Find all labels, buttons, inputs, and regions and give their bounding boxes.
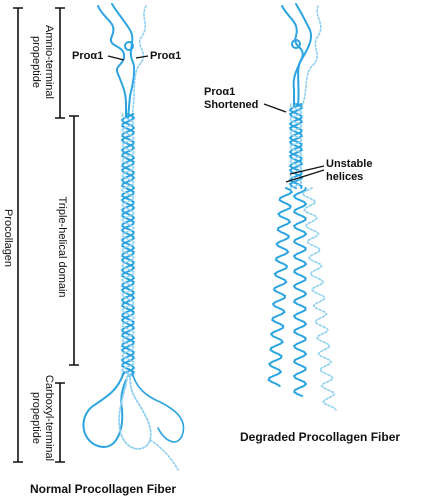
- leader-lines: [107, 55, 325, 183]
- normal-helix-strand-3: [120, 113, 136, 377]
- normal-procollagen-fiber: [82, 3, 185, 471]
- degraded-helix-strand-1: [288, 103, 304, 189]
- triple-helical-bracket: [69, 115, 79, 366]
- degraded-caption: Degraded Procollagen Fiber: [240, 430, 401, 444]
- leader-unstable-1: [289, 165, 325, 175]
- degraded-short-helix: [288, 103, 304, 189]
- procollagen-label: Procollagen: [2, 208, 14, 268]
- amino-terminal-bracket: [55, 7, 65, 119]
- carboxyl-terminal-line1: Carboxyl-terminal: [43, 374, 55, 462]
- unstable-helices-label: Unstable helices: [326, 158, 372, 184]
- proa1-shortened-line2: Shortened: [204, 99, 259, 111]
- leader-proa1-left: [107, 55, 125, 61]
- leader-unstable-2: [285, 169, 325, 183]
- carboxyl-terminal-bracket: [55, 382, 65, 463]
- triple-helical-label: Triple-helical domain: [56, 196, 68, 298]
- proa1-left-label: Proα1: [72, 50, 104, 62]
- proa1-shortened-line1: Proα1: [204, 86, 236, 98]
- amino-terminal-line2: propeptide: [30, 36, 42, 88]
- degraded-amino-strand-solid: [281, 5, 304, 107]
- leader-proa1-right: [135, 55, 149, 59]
- leader-shortened: [263, 103, 287, 113]
- degraded-amino-strand-loop: [295, 3, 312, 107]
- normal-triple-helix: [120, 113, 136, 377]
- normal-amino-strand-loop: [111, 3, 136, 119]
- carboxyl-terminal-label: Carboxyl-terminal propeptide: [29, 375, 55, 461]
- degraded-helix-strand-2: [288, 103, 303, 189]
- normal-caption: Normal Procollagen Fiber: [30, 482, 177, 496]
- unstable-helices-line1: Unstable: [326, 158, 373, 170]
- region-brackets: [13, 7, 79, 463]
- amino-terminal-line1: Amnio-terminal: [43, 25, 55, 99]
- normal-carboxyl-loop-right: [131, 371, 185, 443]
- degraded-amino-knot: [291, 39, 301, 49]
- carboxyl-terminal-line2: propeptide: [30, 391, 42, 444]
- unstable-helices-line2: helices: [326, 171, 364, 183]
- degraded-amino-strand-dotted: [301, 5, 322, 107]
- normal-carboxyl-tail: [149, 439, 179, 471]
- normal-amino-knot: [124, 41, 134, 51]
- degraded-unwound-strands: [267, 187, 337, 411]
- proa1-shortened-label: Proα1 Shortened: [204, 86, 258, 112]
- proa1-right-label: Proα1: [150, 50, 182, 62]
- normal-amino-strand-solid: [97, 5, 127, 119]
- degraded-strand-middle: [292, 187, 308, 397]
- degraded-procollagen-fiber: [267, 3, 337, 411]
- normal-amino-strand-dotted: [131, 5, 147, 119]
- degraded-strand-left: [267, 187, 294, 387]
- amino-terminal-label: Amnio-terminal propeptide: [29, 25, 55, 99]
- procollagen-bracket: [13, 7, 23, 463]
- degraded-strand-right: [301, 187, 337, 411]
